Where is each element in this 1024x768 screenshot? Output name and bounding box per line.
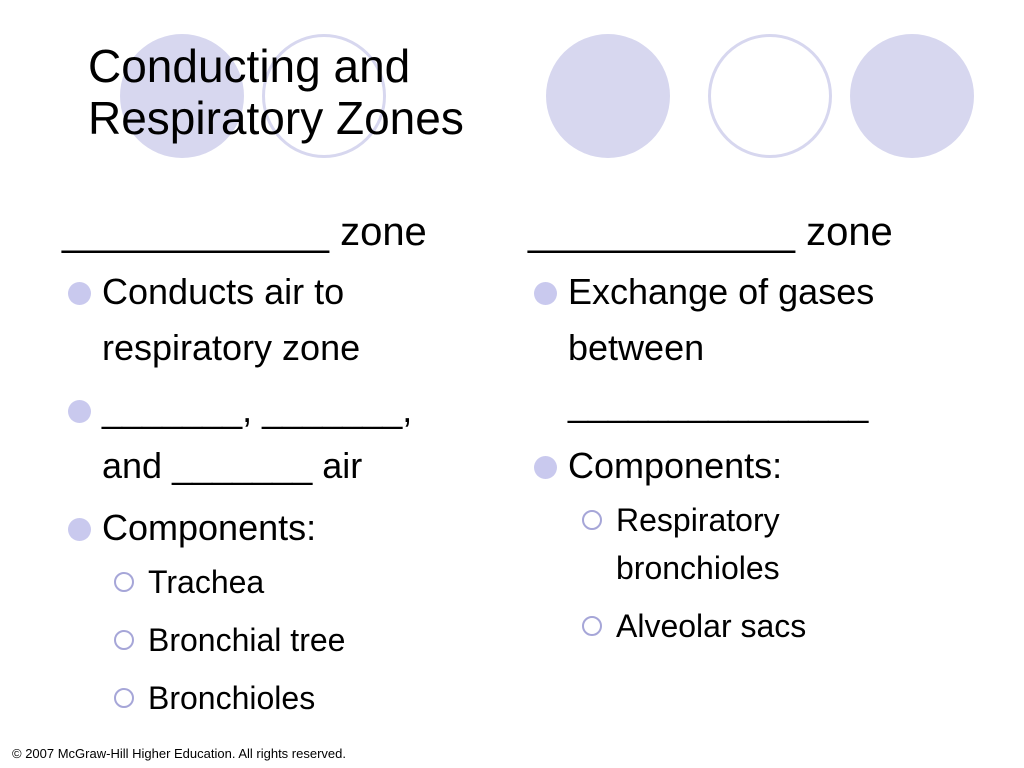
right-bullet-1-line-3: _______________ xyxy=(568,383,869,424)
respiratory-zone-column: ____________ zone Exchange of gases betw… xyxy=(528,210,978,660)
decorative-ring-1 xyxy=(262,34,386,158)
left-component-2: Bronchial tree xyxy=(100,616,512,664)
right-component-1: Respiratory bronchioles xyxy=(568,496,978,592)
decorative-circle-3 xyxy=(850,34,974,158)
left-component-3-label: Bronchioles xyxy=(148,680,316,716)
bullet-dot-icon xyxy=(68,282,91,305)
right-bullet-2-line-1: Components: xyxy=(568,445,783,486)
left-bullet-list: Conducts air to respiratory zone _______… xyxy=(62,264,512,722)
ring-bullet-icon xyxy=(582,616,602,636)
left-bullet-2-line-2: and _______ air xyxy=(102,445,363,486)
right-bullet-1-line-2: between xyxy=(568,327,705,368)
right-components-list: Respiratory bronchioles Alveolar sacs xyxy=(568,496,978,650)
copyright-footer: © 2007 McGraw-Hill Higher Education. All… xyxy=(12,746,346,761)
left-zone-heading: ____________ zone xyxy=(62,210,427,254)
left-bullet-3-line-1: Components: xyxy=(102,507,317,548)
decorative-ring-2 xyxy=(708,34,832,158)
decorative-circle-1 xyxy=(120,34,244,158)
left-component-1-label: Trachea xyxy=(148,564,265,600)
right-bullet-1-line-1: Exchange of gases xyxy=(568,271,875,312)
slide-title: Conducting and Respiratory Zones xyxy=(88,40,464,144)
left-bullet-2-line-1: _______, _______, xyxy=(102,389,413,430)
ring-bullet-icon xyxy=(114,630,134,650)
right-component-1-line-2: bronchioles xyxy=(616,550,780,586)
right-component-2: Alveolar sacs xyxy=(568,602,978,650)
left-component-1: Trachea xyxy=(100,558,512,606)
bullet-dot-icon xyxy=(534,282,557,305)
left-bullet-3: Components: Trachea Bronchial tree Bronc… xyxy=(62,500,512,722)
left-bullet-2: _______, _______, and _______ air xyxy=(62,382,512,494)
right-zone-heading: ____________ zone xyxy=(528,210,893,254)
left-component-2-label: Bronchial tree xyxy=(148,622,346,658)
ring-bullet-icon xyxy=(114,572,134,592)
bullet-dot-icon xyxy=(68,400,91,423)
left-bullet-1: Conducts air to respiratory zone xyxy=(62,264,512,376)
left-component-3: Bronchioles xyxy=(100,674,512,722)
ring-bullet-icon xyxy=(582,510,602,530)
right-component-2-line-1: Alveolar sacs xyxy=(616,608,807,644)
right-bullet-1: Exchange of gases between ______________… xyxy=(528,264,978,432)
left-bullet-1-line-1: Conducts air to xyxy=(102,271,345,312)
right-bullet-2: Components: Respiratory bronchioles Alve… xyxy=(528,438,978,650)
decorative-circle-2 xyxy=(546,34,670,158)
slide-title-line-1: Conducting and xyxy=(88,40,411,92)
bullet-dot-icon xyxy=(534,456,557,479)
slide-title-line-2: Respiratory Zones xyxy=(88,92,464,144)
right-bullet-list: Exchange of gases between ______________… xyxy=(528,264,978,650)
bullet-dot-icon xyxy=(68,518,91,541)
ring-bullet-icon xyxy=(114,688,134,708)
right-component-1-line-1: Respiratory xyxy=(616,502,780,538)
left-components-list: Trachea Bronchial tree Bronchioles xyxy=(100,558,512,722)
left-bullet-1-line-2: respiratory zone xyxy=(102,327,361,368)
conducting-zone-column: ____________ zone Conducts air to respir… xyxy=(62,210,512,732)
